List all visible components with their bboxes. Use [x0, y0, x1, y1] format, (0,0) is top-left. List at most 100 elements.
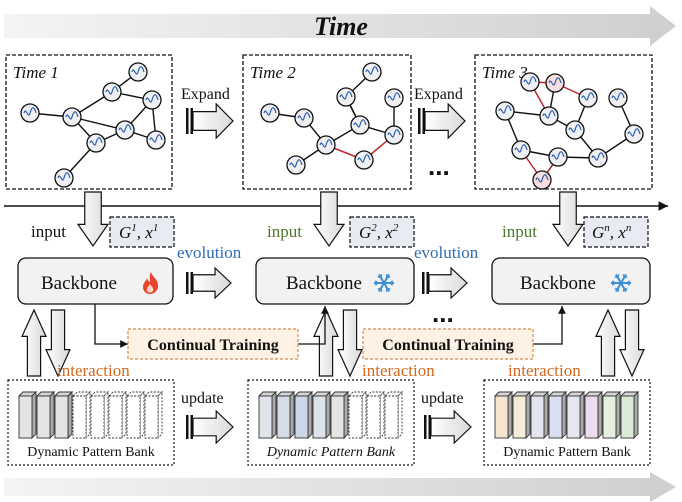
snapshot-label-2: Time 2: [250, 63, 296, 82]
pattern-cell-side: [397, 390, 403, 440]
wave-icon: [591, 152, 605, 161]
pattern-cell-side: [85, 390, 91, 440]
arrow-tail-bar: [190, 415, 193, 439]
interaction-arrow-down: [45, 309, 71, 378]
wave-icon: [387, 92, 401, 101]
wave-icon: [353, 119, 367, 128]
pattern-cell-side: [67, 390, 73, 440]
snowflake-branch: [385, 274, 388, 278]
pattern-cell: [384, 395, 399, 439]
pattern-cell-side: [271, 390, 277, 440]
update-arrow: [192, 409, 234, 445]
arrow-layer: [21, 102, 645, 445]
arrow-tail-bar: [190, 272, 193, 294]
wave-icon: [131, 66, 145, 75]
pattern-cell: [312, 395, 327, 439]
pattern-cell: [494, 395, 509, 439]
pattern-cell-side: [543, 390, 549, 440]
pattern-cell-side: [379, 390, 385, 440]
update-label-2: update: [421, 390, 464, 407]
pattern-bank-box-2: [247, 379, 415, 466]
wave-icon: [118, 124, 132, 133]
update-arrow: [430, 409, 472, 445]
pattern-cell: [584, 395, 599, 439]
continual-training-label-2: Continual Training: [382, 337, 513, 354]
snowflake-branch: [614, 275, 619, 279]
pattern-cell: [566, 395, 581, 439]
update-label-1: update: [181, 390, 224, 407]
wave-icon: [523, 76, 537, 85]
arrow-tail-bar: [186, 272, 189, 294]
arrow-tail-bar: [422, 108, 425, 134]
wave-icon: [611, 92, 625, 101]
pattern-bank-label-1: Dynamic Pattern Bank: [27, 445, 155, 460]
input-label-3: input: [502, 222, 537, 241]
pattern-cell-side: [139, 390, 145, 440]
continual-training-box-2: [362, 328, 534, 360]
expand-label-2: Expand: [414, 86, 463, 103]
pattern-cell-side: [615, 390, 621, 440]
pattern-cell-side: [343, 390, 349, 440]
backbone-label-2: Backbone: [286, 273, 362, 294]
arrow-tail-bar: [418, 108, 421, 134]
graph-input-3: Gn, xn: [592, 222, 632, 242]
interaction-arrow-up: [21, 308, 47, 377]
wave-icon: [263, 107, 277, 116]
wave-icon: [339, 91, 353, 100]
graph-input-box-2: [349, 216, 415, 248]
snowflake-branch: [623, 287, 628, 291]
pattern-cell: [602, 395, 617, 439]
pattern-cell-side: [633, 390, 639, 440]
pattern-cell: [512, 395, 527, 439]
wave-icon: [89, 137, 103, 146]
wave-icon: [387, 129, 401, 138]
pattern-cell: [258, 395, 273, 439]
wave-icon: [365, 66, 379, 75]
snowflake-branch: [622, 274, 625, 278]
snowflake-branch: [386, 287, 391, 291]
pattern-cell-side: [325, 390, 331, 440]
wave-icon: [145, 94, 159, 103]
wave-icon: [105, 86, 119, 95]
snowflake-icon: [611, 273, 631, 293]
wave-icon: [149, 134, 163, 143]
expand-label-1: Expand: [181, 86, 230, 103]
wave-icon: [542, 110, 556, 119]
ellipsis-top: ...: [428, 151, 450, 181]
training-connector: [94, 304, 128, 348]
arrow-tail-bar: [186, 415, 189, 439]
snapshot-box-3: [474, 54, 653, 190]
pattern-cell: [54, 395, 69, 439]
interaction-arrow-up: [313, 308, 339, 377]
snowflake-icon: [374, 273, 394, 293]
pattern-cell-side: [561, 390, 567, 440]
pattern-cell: [36, 395, 51, 439]
pattern-cell-side: [507, 390, 513, 440]
pattern-cell-side: [103, 390, 109, 440]
interaction-arrow-up: [595, 308, 621, 377]
interaction-arrow-down: [337, 309, 363, 378]
input-arrow: [76, 191, 110, 248]
pattern-cell-side: [361, 390, 367, 440]
pattern-cell-side: [31, 390, 37, 440]
snowflake-branch: [611, 282, 616, 286]
snowflake-branch: [380, 288, 383, 292]
wave-icon: [627, 128, 641, 137]
pattern-bank-label-3: Dynamic Pattern Bank: [503, 445, 631, 460]
pattern-bank-box-1: [7, 379, 175, 466]
pattern-cell: [126, 395, 141, 439]
expand-arrow: [424, 102, 466, 140]
pattern-cell: [330, 395, 345, 439]
evolution-label-1: evolution: [177, 243, 242, 262]
time-title: Time: [314, 12, 368, 41]
snowflake-branch: [377, 275, 382, 279]
ellipsis-middle: ...: [432, 298, 454, 328]
time-arrow-bottom: [4, 472, 676, 502]
wave-icon: [548, 77, 562, 86]
pattern-cell-side: [525, 390, 531, 440]
pattern-cell-side: [157, 390, 163, 440]
pattern-cell: [90, 395, 105, 439]
interaction-arrow-down: [619, 309, 645, 378]
wave-icon: [23, 107, 37, 116]
